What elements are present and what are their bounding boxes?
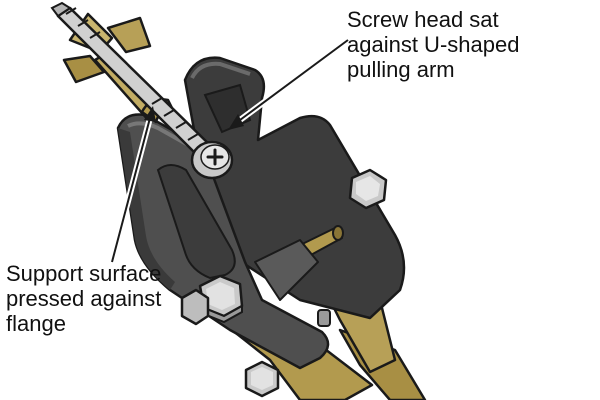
arrowhead-support-surface <box>144 106 156 122</box>
arrowhead-screw-head <box>228 114 244 130</box>
bolt-stub <box>317 309 331 327</box>
callout-screw-head-line-3: pulling arm <box>347 57 455 82</box>
cavity-anchor <box>50 1 217 162</box>
callout-screw-head-line-1: Screw head sat <box>347 7 499 32</box>
support-jaw-inner-plate <box>156 164 236 280</box>
support-jaw-lower-plate <box>254 239 319 301</box>
support-jaw-front <box>116 113 330 370</box>
support-jaw-face <box>118 128 175 290</box>
pulling-arm-top-edge <box>190 61 251 79</box>
phillips-screw-head-icon <box>190 140 234 180</box>
leader-support-surface <box>109 106 156 265</box>
callout-support-surface: Support surface pressed against flange <box>6 261 161 336</box>
hex-bolt-left <box>180 288 210 326</box>
callout-support-surface-line-1: Support surface <box>6 261 162 286</box>
callout-support-surface-line-2: pressed against <box>6 286 162 311</box>
hex-bolt-lower <box>244 360 280 398</box>
leader-screw-head <box>228 37 351 130</box>
support-jaw-highlight <box>127 121 191 148</box>
callout-support-surface-line-3: flange <box>6 311 66 336</box>
callout-screw-head: Screw head sat against U-shaped pulling … <box>347 7 519 82</box>
hex-bolt-right <box>348 168 388 210</box>
callout-screw-head-line-2: against U-shaped <box>347 32 520 57</box>
